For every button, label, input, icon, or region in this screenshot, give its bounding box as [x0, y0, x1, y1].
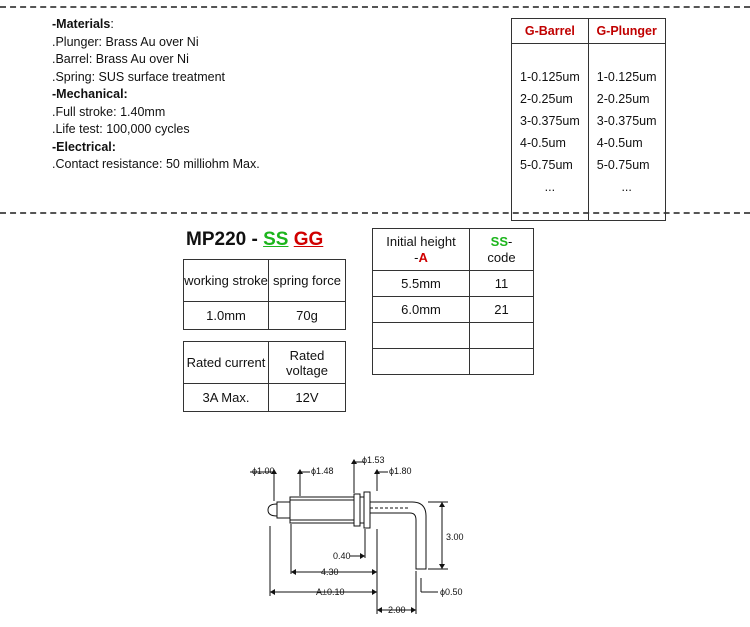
dash-mark: -: [508, 233, 513, 249]
barrel-collar: [353, 493, 361, 527]
plunger-body: [276, 501, 291, 519]
table-cell: 1-0.125um: [587, 66, 666, 88]
dim-d180: ϕ1.80: [389, 466, 412, 476]
g-barrel-header: G-Barrel: [511, 18, 589, 44]
plunger-tip: [267, 503, 278, 517]
materials-heading: -Materials: [52, 17, 111, 31]
dim-300: 3.00: [446, 532, 464, 542]
spec-line: .Full stroke: 1.40mm: [52, 104, 166, 119]
stroke-force-table: working stroke spring force 1.0mm 70g: [183, 259, 346, 330]
dim-430: 4.30: [321, 567, 339, 577]
spec-line: .Plunger: Brass Au over Ni: [52, 34, 199, 49]
rated-current-header: Rated current: [183, 341, 269, 384]
spring-force-value: 70g: [268, 301, 346, 330]
table-cell: 3-0.375um: [511, 110, 589, 132]
materials-colon: :: [110, 17, 114, 31]
rated-voltage-value: 12V: [268, 383, 346, 412]
middle-dashed-divider: [0, 212, 750, 214]
table-cell: 2-0.25um: [511, 88, 589, 110]
table-cell: 5-0.75um: [587, 154, 666, 176]
ss-code-header: SS- code: [469, 228, 534, 271]
spec-line: .Life test: 100,000 cycles: [52, 122, 190, 136]
bent-tail: [370, 501, 427, 570]
dim-d100: ϕ1.00: [252, 466, 275, 476]
specifications-list: -Materials: .Plunger: Brass Au over Ni .…: [52, 16, 297, 174]
rated-current-value: 3A Max.: [183, 383, 269, 412]
barrel-body: [289, 496, 355, 524]
dim-040: 0.40: [333, 551, 351, 561]
spring-force-header: spring force: [268, 259, 346, 302]
dim-d050: ϕ0.50: [440, 587, 463, 597]
table-cell: 21: [469, 296, 534, 323]
dim-d148: ϕ1.48: [311, 466, 334, 476]
table-cell: 4-0.5um: [511, 132, 589, 154]
rated-voltage-header: Rated voltage: [268, 341, 346, 384]
g-plunger-header: G-Plunger: [587, 18, 666, 44]
dim-a: A±0.10: [316, 587, 344, 597]
dash-mark: -: [414, 249, 419, 265]
table-cell: [469, 348, 534, 375]
code-label: code: [487, 249, 516, 265]
table-cell: 11: [469, 270, 534, 297]
ss-label: SS: [490, 233, 508, 249]
top-dashed-border: [0, 6, 750, 8]
table-cell: 4-0.5um: [587, 132, 666, 154]
table-cell: 3-0.375um: [587, 110, 666, 132]
table-cell: 2-0.25um: [587, 88, 666, 110]
table-cell: 1-0.125um: [511, 66, 589, 88]
mechanical-heading: -Mechanical:: [52, 87, 128, 101]
initial-height-label: Initial height: [386, 233, 456, 249]
table-cell: [469, 322, 534, 349]
initial-height-header: Initial height -A: [372, 228, 470, 271]
working-stroke-header: working stroke: [183, 259, 269, 302]
model-prefix: MP220 -: [186, 229, 264, 250]
dim-200: 2.00: [388, 605, 406, 615]
model-ss-code: SS: [263, 229, 289, 250]
spec-line: .Contact resistance: 50 milliohm Max.: [52, 157, 260, 171]
spec-line: .Spring: SUS surface treatment: [52, 69, 225, 84]
working-stroke-value: 1.0mm: [183, 301, 269, 330]
table-cell: 5-0.75um: [511, 154, 589, 176]
rated-table: Rated current Rated voltage 3A Max. 12V: [183, 341, 346, 412]
spec-line: .Barrel: Brass Au over Ni: [52, 52, 189, 66]
model-gg-code: GG: [293, 229, 324, 250]
table-cell: 6.0mm: [372, 296, 470, 323]
dim-d153: ϕ1.53: [362, 455, 385, 465]
table-cell: ...: [587, 176, 666, 198]
model-title: MP220 - SS GG: [186, 229, 323, 251]
a-dimension-label: A: [418, 249, 428, 265]
electrical-heading: -Electrical:: [52, 139, 116, 154]
